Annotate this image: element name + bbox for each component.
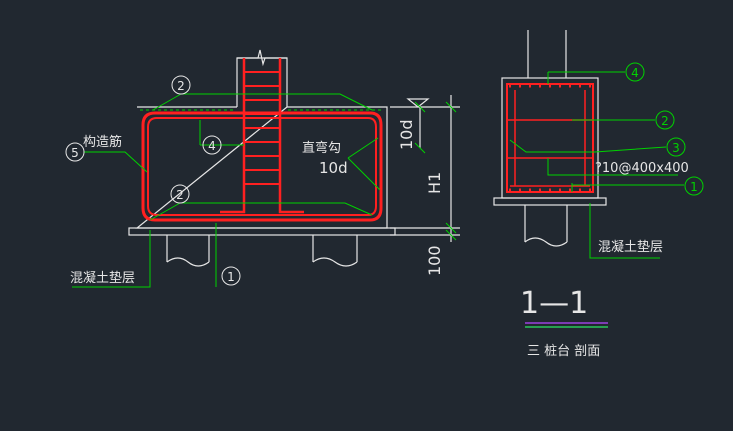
concrete-cushion bbox=[128, 227, 396, 236]
svg-text:3: 3 bbox=[672, 141, 680, 155]
marker-2-top: 2 bbox=[171, 75, 191, 95]
marker-2-bottom: 2 bbox=[170, 184, 190, 204]
svg-text:2: 2 bbox=[177, 79, 185, 93]
section-outer-stirrup bbox=[506, 83, 594, 193]
leader-m4-center bbox=[199, 120, 244, 146]
column-rebar-ties bbox=[244, 71, 280, 185]
marker-r1: 1 bbox=[684, 176, 704, 196]
leader-stirrup bbox=[547, 158, 678, 176]
marker-r2: 2 bbox=[655, 110, 675, 130]
column-rebar-left bbox=[220, 58, 246, 214]
leader-hook bbox=[347, 137, 381, 191]
dim-ticks bbox=[414, 101, 457, 241]
dim-extension-lines bbox=[390, 106, 460, 236]
svg-text:5: 5 bbox=[71, 146, 79, 160]
svg-text:4: 4 bbox=[208, 139, 216, 153]
marker-5: 5 bbox=[65, 142, 85, 162]
dimension-group: 10d H1 100 bbox=[390, 95, 460, 276]
dim-10d: 10d bbox=[397, 119, 416, 150]
svg-text:1: 1 bbox=[690, 180, 698, 194]
main-rebar-outer bbox=[141, 111, 383, 222]
leader-m2-top bbox=[152, 93, 373, 111]
main-rebar-inner bbox=[147, 117, 377, 216]
leader-r1 bbox=[571, 183, 684, 192]
svg-text:4: 4 bbox=[631, 66, 639, 80]
marker-4-center: 4 bbox=[202, 135, 222, 155]
svg-text:1: 1 bbox=[227, 270, 235, 284]
column-section: ?10@400x400 混凝土垫层 4 2 3 1 bbox=[493, 30, 704, 259]
svg-text:2: 2 bbox=[661, 114, 669, 128]
dim-h1: H1 bbox=[425, 172, 444, 194]
leader-r4 bbox=[547, 71, 625, 84]
section-bar-dots bbox=[509, 84, 591, 192]
dim-vertical-line bbox=[419, 95, 452, 242]
svg-text:2: 2 bbox=[176, 188, 184, 202]
label-hook-length: 10d bbox=[319, 159, 348, 177]
pile-cap-elevation: 构造筋 直弯勾 10d 混凝土垫层 2 2 4 5 1 bbox=[65, 49, 396, 288]
column-rebar-right bbox=[278, 58, 304, 214]
leader-cushion bbox=[72, 230, 151, 288]
pile-left bbox=[166, 235, 210, 267]
label-concrete-cushion-right: 混凝土垫层 bbox=[598, 239, 663, 255]
marker-r3: 3 bbox=[666, 137, 686, 157]
section-id: 1—1 bbox=[520, 286, 588, 321]
leader-m5 bbox=[84, 151, 148, 173]
pile-cap-outline bbox=[135, 106, 388, 229]
label-straight-hook: 直弯勾 bbox=[302, 140, 341, 156]
marker-1: 1 bbox=[221, 266, 241, 286]
column-section-outline bbox=[501, 77, 599, 199]
column-section-upper bbox=[527, 30, 567, 78]
label-concrete-cushion-left: 混凝土垫层 bbox=[70, 270, 135, 286]
leader-m2-bottom bbox=[149, 202, 373, 221]
section-inner-bars bbox=[507, 90, 593, 187]
column-section-pile bbox=[524, 205, 568, 247]
column-section-cushion bbox=[493, 197, 607, 206]
section-caption: 三 桩台 剖面 bbox=[527, 344, 600, 359]
label-constructional-rebar: 构造筋 bbox=[83, 134, 122, 150]
elevation-mark bbox=[406, 98, 430, 108]
label-stirrup-spec: ?10@400x400 bbox=[595, 161, 689, 176]
pile-right bbox=[312, 235, 358, 267]
marker-r4: 4 bbox=[625, 62, 645, 82]
dim-100: 100 bbox=[425, 245, 444, 276]
title-block: 1—1 三 桩台 剖面 bbox=[520, 286, 608, 359]
leader-r3 bbox=[509, 139, 667, 153]
leader-cushion-right bbox=[589, 203, 660, 259]
rebar-cage bbox=[141, 58, 383, 222]
column-break-line bbox=[237, 49, 287, 67]
